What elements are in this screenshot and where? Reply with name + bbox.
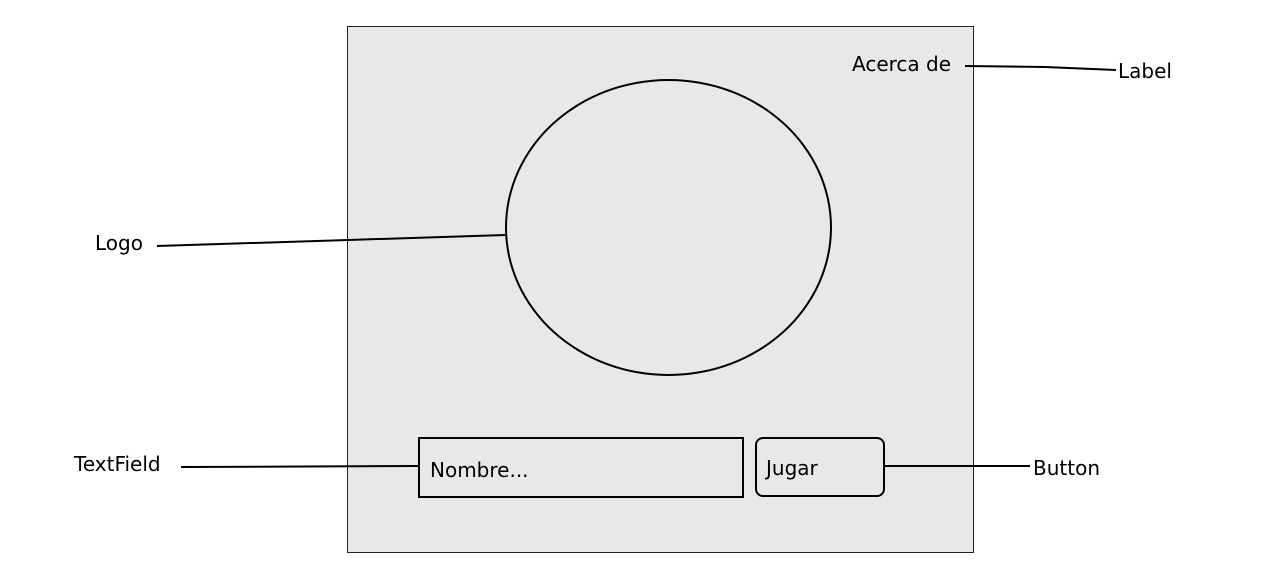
play-button[interactable]: Jugar <box>755 437 885 497</box>
play-button-label: Jugar <box>766 456 818 480</box>
about-label[interactable]: Acerca de <box>852 52 952 76</box>
callout-button: Button <box>1033 456 1100 480</box>
name-field-placeholder: Nombre... <box>430 458 529 482</box>
connector-label <box>964 65 1117 71</box>
logo-placeholder <box>505 79 832 376</box>
callout-label: Label <box>1118 59 1172 83</box>
callout-logo: Logo <box>95 231 143 255</box>
callout-textfield: TextField <box>74 452 161 476</box>
name-text-field[interactable]: Nombre... <box>418 437 744 498</box>
